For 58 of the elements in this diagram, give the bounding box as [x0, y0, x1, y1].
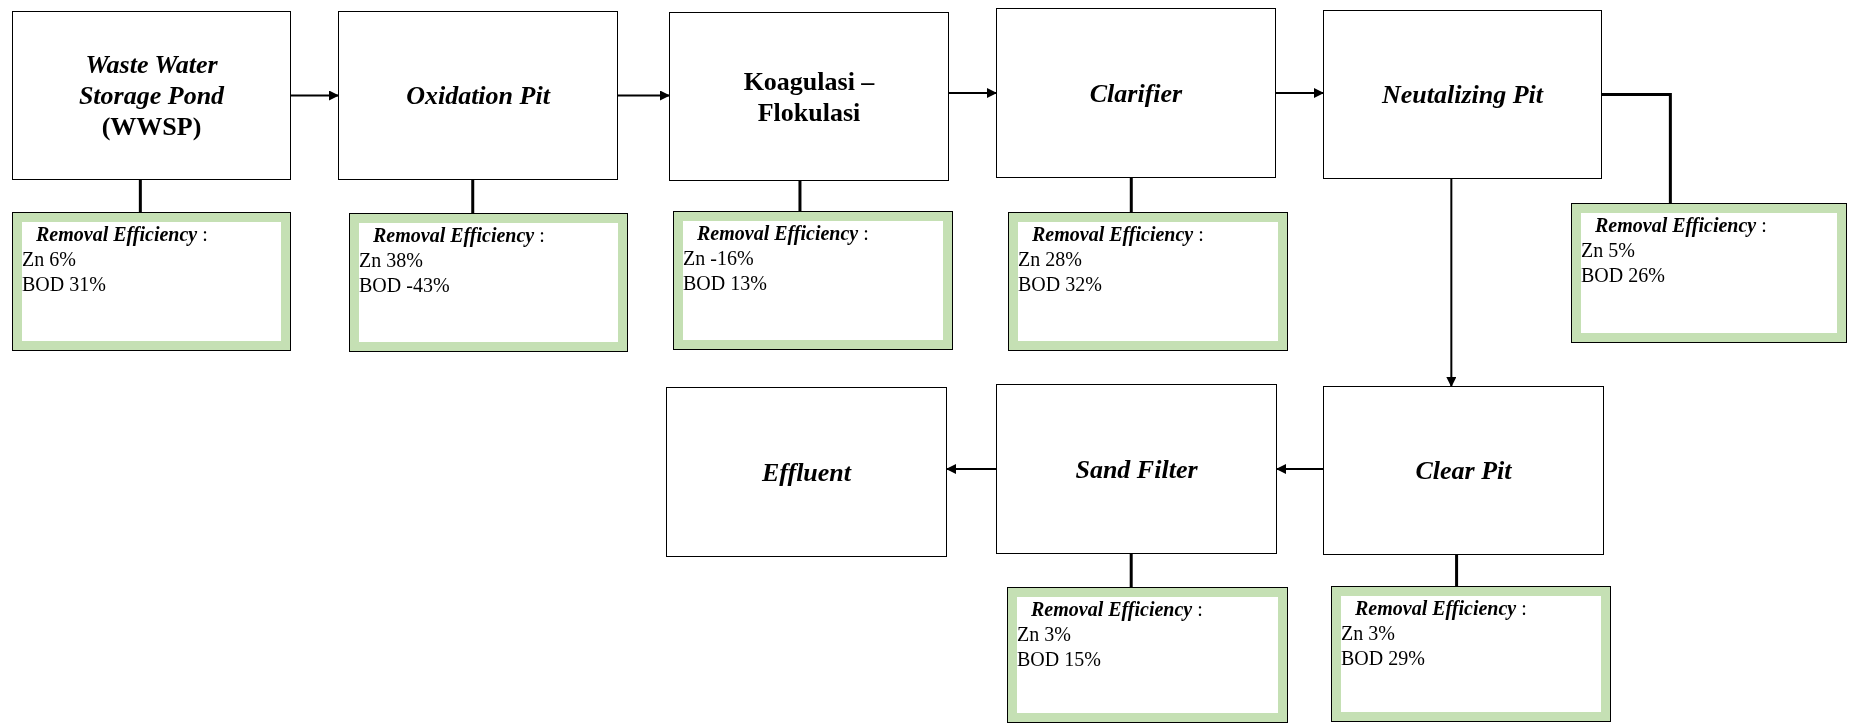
result-value: Zn 5%: [1581, 238, 1636, 263]
process-box: [1323, 10, 1602, 179]
arrow: [1446, 178, 1457, 387]
result-value: Zn 28%: [1018, 247, 1083, 272]
result-heading: Removal Efficiency :: [696, 221, 870, 246]
process-label: Sand Filter: [1074, 453, 1199, 485]
result-box: [349, 213, 628, 352]
result-value: BOD 13%: [683, 271, 768, 296]
result-heading: Removal Efficiency :: [35, 222, 209, 247]
process-label: Clear Pit: [1414, 455, 1513, 486]
result-box: [1571, 203, 1847, 343]
result-box: [1007, 587, 1288, 723]
connector-line: [138, 180, 142, 212]
process-box: [996, 384, 1277, 554]
result-value: BOD 31%: [22, 272, 107, 297]
result-heading: Removal Efficiency :: [1030, 597, 1204, 622]
result-value: BOD 26%: [1581, 263, 1666, 288]
result-value: Zn 6%: [22, 247, 77, 272]
arrow: [946, 464, 997, 474]
arrow: [617, 90, 670, 101]
result-box: [1331, 586, 1611, 722]
connector-line: [471, 180, 475, 213]
result-value: Zn 38%: [359, 248, 424, 273]
process-box: [338, 11, 618, 180]
arrow: [290, 90, 339, 101]
result-heading: Removal Efficiency :: [1594, 213, 1768, 238]
result-box: [12, 212, 291, 351]
arrow: [1275, 88, 1324, 98]
process-label: Oxidation Pit: [405, 80, 552, 111]
process-label: Clarifier: [1088, 77, 1184, 109]
process-box: [996, 8, 1276, 178]
result-value: Zn 3%: [1341, 621, 1396, 646]
result-box: [1008, 212, 1288, 351]
connector-line: [798, 181, 802, 211]
result-value: Zn 3%: [1017, 622, 1072, 647]
process-box: [669, 12, 949, 181]
result-box: [673, 211, 953, 350]
process-label: Koagulasi – Flokulasi: [742, 65, 876, 128]
result-value: BOD -43%: [359, 273, 451, 298]
result-heading: Removal Efficiency :: [1031, 222, 1205, 247]
connector-line: [1129, 554, 1133, 587]
connector-line: [1455, 555, 1459, 586]
result-value: BOD 29%: [1341, 646, 1426, 671]
arrow: [1276, 464, 1324, 474]
process-box: [1323, 386, 1604, 555]
connector-line: [1129, 178, 1133, 212]
result-value: Zn -16%: [683, 246, 755, 271]
process-label: Effluent: [760, 456, 853, 488]
process-label: Neutalizing Pit: [1380, 79, 1545, 110]
result-value: BOD 15%: [1017, 647, 1102, 672]
result-heading: Removal Efficiency :: [1354, 596, 1528, 621]
process-box: [666, 387, 947, 557]
result-value: BOD 32%: [1018, 272, 1103, 297]
process-label: Waste Water Storage Pond (WWSP): [77, 49, 226, 142]
process-box: [12, 11, 291, 180]
arrow: [948, 88, 997, 98]
result-heading: Removal Efficiency :: [372, 223, 546, 248]
connector-line: [1602, 93, 1672, 203]
